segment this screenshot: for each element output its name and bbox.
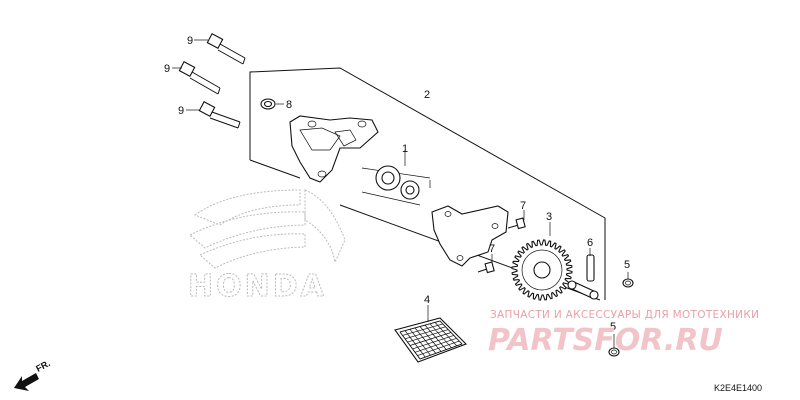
- callout-7-lower: 7: [489, 243, 495, 255]
- pump-body: [289, 115, 379, 183]
- shaft-pin: [586, 254, 595, 282]
- dowel-ring: [260, 98, 276, 110]
- callout-1: 1: [402, 143, 408, 155]
- honda-wordmark: HONDA: [188, 269, 327, 304]
- callout-9-middle: 9: [164, 63, 170, 75]
- diagram-code: K2E4E1400: [714, 383, 762, 393]
- callout-6: 6: [587, 237, 593, 249]
- honda-wing-right: [304, 189, 346, 264]
- callout-2: 2: [424, 89, 430, 101]
- honda-wing: [189, 189, 306, 269]
- callout-4: 4: [424, 294, 430, 306]
- watermark-brand: PARTSFOR.RU: [488, 323, 723, 358]
- arrow-left-icon: [14, 373, 39, 391]
- callout-5-upper: 5: [624, 259, 630, 271]
- collar-upper: [622, 278, 634, 288]
- callout-3: 3: [546, 211, 552, 223]
- sleeve: [567, 280, 599, 300]
- screw-upper: [507, 217, 526, 230]
- front-direction-arrow: FR.: [14, 358, 52, 391]
- honda-logo: HONDA: [188, 189, 346, 305]
- direction-label: FR.: [34, 358, 51, 374]
- watermark-tagline: ЗАПЧАСТИ И АКСЕССУАРЫ ДЛЯ МОТОТЕХНИКИ: [490, 309, 759, 321]
- screw-lower: [477, 261, 495, 274]
- driven-gear: [511, 239, 573, 301]
- bolt-middle: [178, 61, 221, 95]
- bolt-lower: [198, 101, 241, 129]
- callout-8: 8: [286, 99, 292, 111]
- oil-strainer: [394, 317, 467, 363]
- callout-9-upper: 9: [187, 35, 193, 47]
- rotor-set: [361, 165, 431, 206]
- pump-cover-plate: [431, 205, 509, 267]
- bolt-upper: [206, 33, 246, 65]
- callout-7-upper: 7: [520, 200, 526, 212]
- callout-5-lower: 5: [610, 321, 616, 333]
- callout-9-lower: 9: [178, 105, 184, 117]
